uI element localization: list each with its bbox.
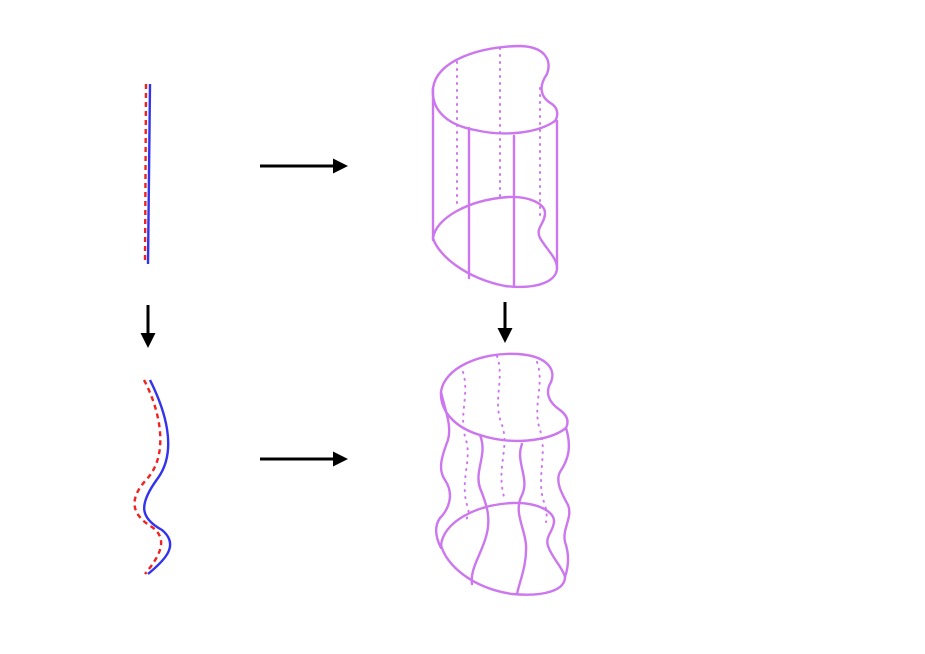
wavy-tube-top-cap xyxy=(439,352,569,443)
wavy-tube-hidden-line-2 xyxy=(496,355,506,501)
wavy-solid-line xyxy=(142,379,172,575)
straight-dashed-line xyxy=(143,83,148,265)
wavy-line-pair xyxy=(133,379,172,575)
straight-tube-top-cap xyxy=(431,44,559,135)
wavy-tube-right-wall xyxy=(557,426,571,579)
wavy-tube-hidden-line-3 xyxy=(536,361,548,523)
wavy-tube-front-line-1 xyxy=(470,433,490,586)
straight-tube xyxy=(431,44,559,289)
wavy-tube-left-wall xyxy=(434,390,452,550)
wavy-dashed-line xyxy=(133,379,163,575)
straight-tube-bottom-rim xyxy=(431,236,559,289)
wavy-tube-bottom-rim xyxy=(439,543,567,596)
straight-tube-bottom-back xyxy=(431,195,559,270)
wavy-tube-front-line-2 xyxy=(515,442,528,596)
straight-solid-line xyxy=(146,83,152,265)
wavy-tube-bottom-back xyxy=(439,501,567,579)
straight-line-pair xyxy=(143,83,152,265)
wavy-tube-hidden-line-1 xyxy=(462,371,470,521)
wavy-tube xyxy=(434,352,571,596)
